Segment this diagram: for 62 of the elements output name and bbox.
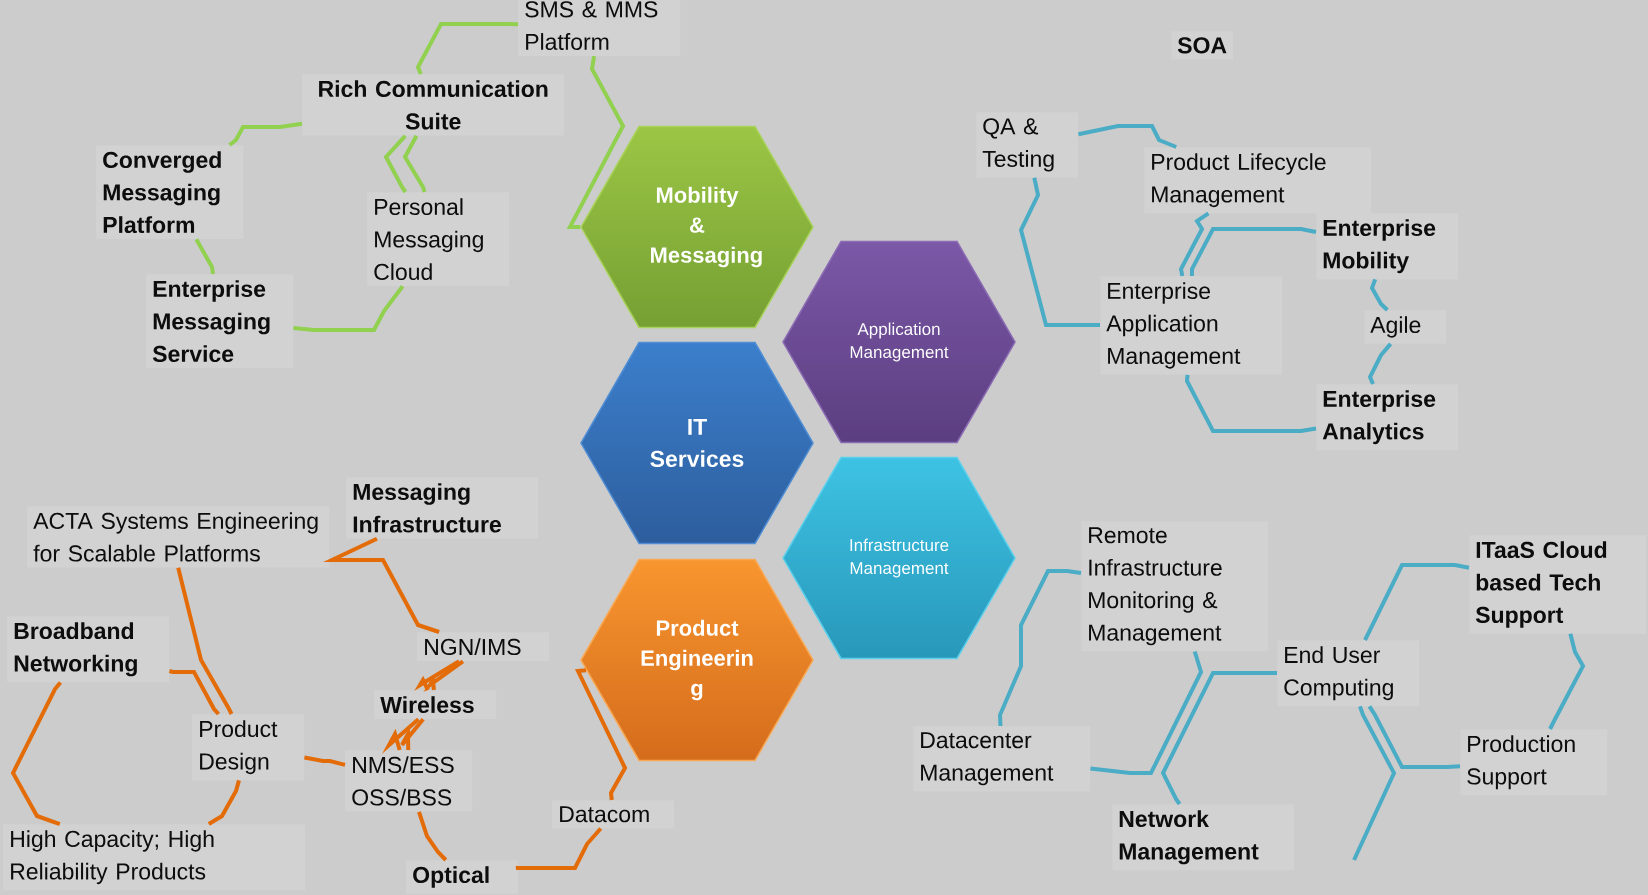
connector-line [423,659,465,693]
connector-line [574,668,628,801]
topic-box: Enterprise Messaging Service [146,274,294,369]
connector-line [414,659,461,691]
topic-box: Messaging Infrastructure [346,477,539,539]
topic-box: NMS/ESS OSS/BSS [345,750,473,812]
topic-box: Optical [406,860,519,894]
connector-line [1369,278,1389,312]
topic-box: Production Support [1460,729,1608,796]
topic-box: Product Design [192,714,305,781]
topic-box: End User Computing [1277,640,1420,707]
topic-box: Converged Messaging Platform [96,145,244,240]
connector-line [1078,124,1177,149]
connector-line [207,779,241,826]
connector-line [293,285,405,332]
connector-line [381,717,420,754]
topic-box: Product Lifecycle Management [1144,147,1372,214]
connector-line [323,537,440,634]
topic-box: Datacom [552,800,675,829]
connector-line [1363,563,1470,641]
connector-line [1367,705,1461,769]
topic-box: ITaaS Cloud based Tech Support [1469,535,1647,634]
topic-box: NGN/IMS [417,632,550,662]
connector-line [1018,177,1101,328]
topic-box: Network Management [1112,804,1295,871]
connector-line [1160,671,1278,806]
connector-line [176,567,234,715]
topic-box: QA & Testing [976,112,1079,178]
connector-line [1090,650,1204,775]
connector-line [400,718,425,751]
connector-line [1548,633,1586,730]
topic-box: High Capacity; High Reliability Products [3,824,306,891]
topic-box: ACTA Systems Engineering for Scalable Platforms [27,506,330,568]
topic-box: Agile [1364,310,1447,344]
connector-line [10,681,63,826]
topic-box: Enterprise Analytics [1316,384,1459,451]
connector-line [1178,211,1210,277]
connector-line [415,22,519,75]
connector-line [417,811,448,862]
connector-line [1367,342,1393,385]
connector-line [228,121,303,147]
connector-line [402,134,427,193]
connector-line [194,238,215,275]
topic-box: Enterprise Application Management [1100,276,1283,375]
connector-line [1352,705,1397,861]
connector-line [1189,227,1317,277]
topic-box: Remote Infrastructure Monitoring & Management [1081,521,1269,652]
connector-line [1185,374,1317,433]
topic-box: Datacenter Management [913,726,1091,792]
connector-line [998,569,1082,727]
connector-line [383,134,408,194]
topic-box: SMS & MMS Platform [518,0,681,56]
topic-box: Rich Communication Suite [302,74,565,136]
connector-line [168,669,220,716]
connector-line [566,55,626,229]
topic-box: Wireless [374,690,497,720]
topic-box: Personal Messaging Cloud [367,192,510,287]
connector-line [304,755,346,767]
topic-box: Enterprise Mobility [1316,213,1459,280]
connector-line [514,827,603,870]
topic-box: Broadband Networking [7,616,170,683]
section-label: SOA [1171,31,1234,60]
